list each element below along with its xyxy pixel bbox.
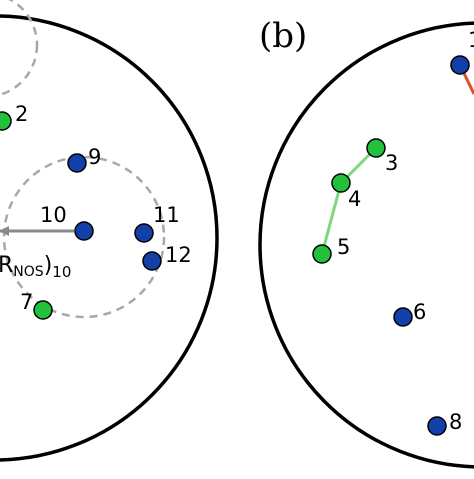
- panel-b-boundary: [258, 21, 474, 469]
- node-label: 10: [40, 203, 67, 227]
- node-label: 12: [165, 243, 192, 267]
- panel-a-boundary: [0, 14, 219, 462]
- node-label: 9: [88, 145, 101, 169]
- node-label: 11: [153, 203, 180, 227]
- link-4-5: [320, 182, 343, 255]
- node-11: 11: [134, 203, 180, 243]
- node-label: 4: [348, 187, 361, 211]
- node-label: 2: [15, 102, 28, 126]
- node-3: 3: [366, 138, 398, 175]
- panel-b: (b) 3 4 5 6 8 1: [258, 16, 474, 469]
- panel-b-label: (b): [259, 16, 307, 56]
- radius-annotation: RNOS)10: [0, 253, 71, 281]
- node-9: 9: [67, 145, 101, 173]
- node-8: 8: [427, 410, 462, 436]
- node-label: 5: [337, 235, 350, 259]
- node-7: 7: [20, 290, 53, 320]
- node-1: 1: [450, 28, 474, 75]
- node-10: 10: [40, 203, 94, 241]
- node-12: 12: [142, 243, 192, 271]
- node-label: 7: [20, 290, 33, 314]
- panel-a: RNOS)10 2 9 10 11 12 7: [0, 0, 219, 462]
- node-label: 3: [385, 151, 398, 175]
- node-label: 6: [413, 300, 426, 324]
- node-label: 8: [449, 410, 462, 434]
- panel-a-center-dashed-circle: [2, 155, 166, 319]
- node-5: 5: [312, 235, 350, 264]
- node-6: 6: [393, 300, 426, 327]
- panel-a-top-dashed-circle: [0, 0, 39, 97]
- node-4: 4: [331, 173, 361, 211]
- node-label: 1: [468, 28, 474, 52]
- node-2: 2: [0, 102, 28, 131]
